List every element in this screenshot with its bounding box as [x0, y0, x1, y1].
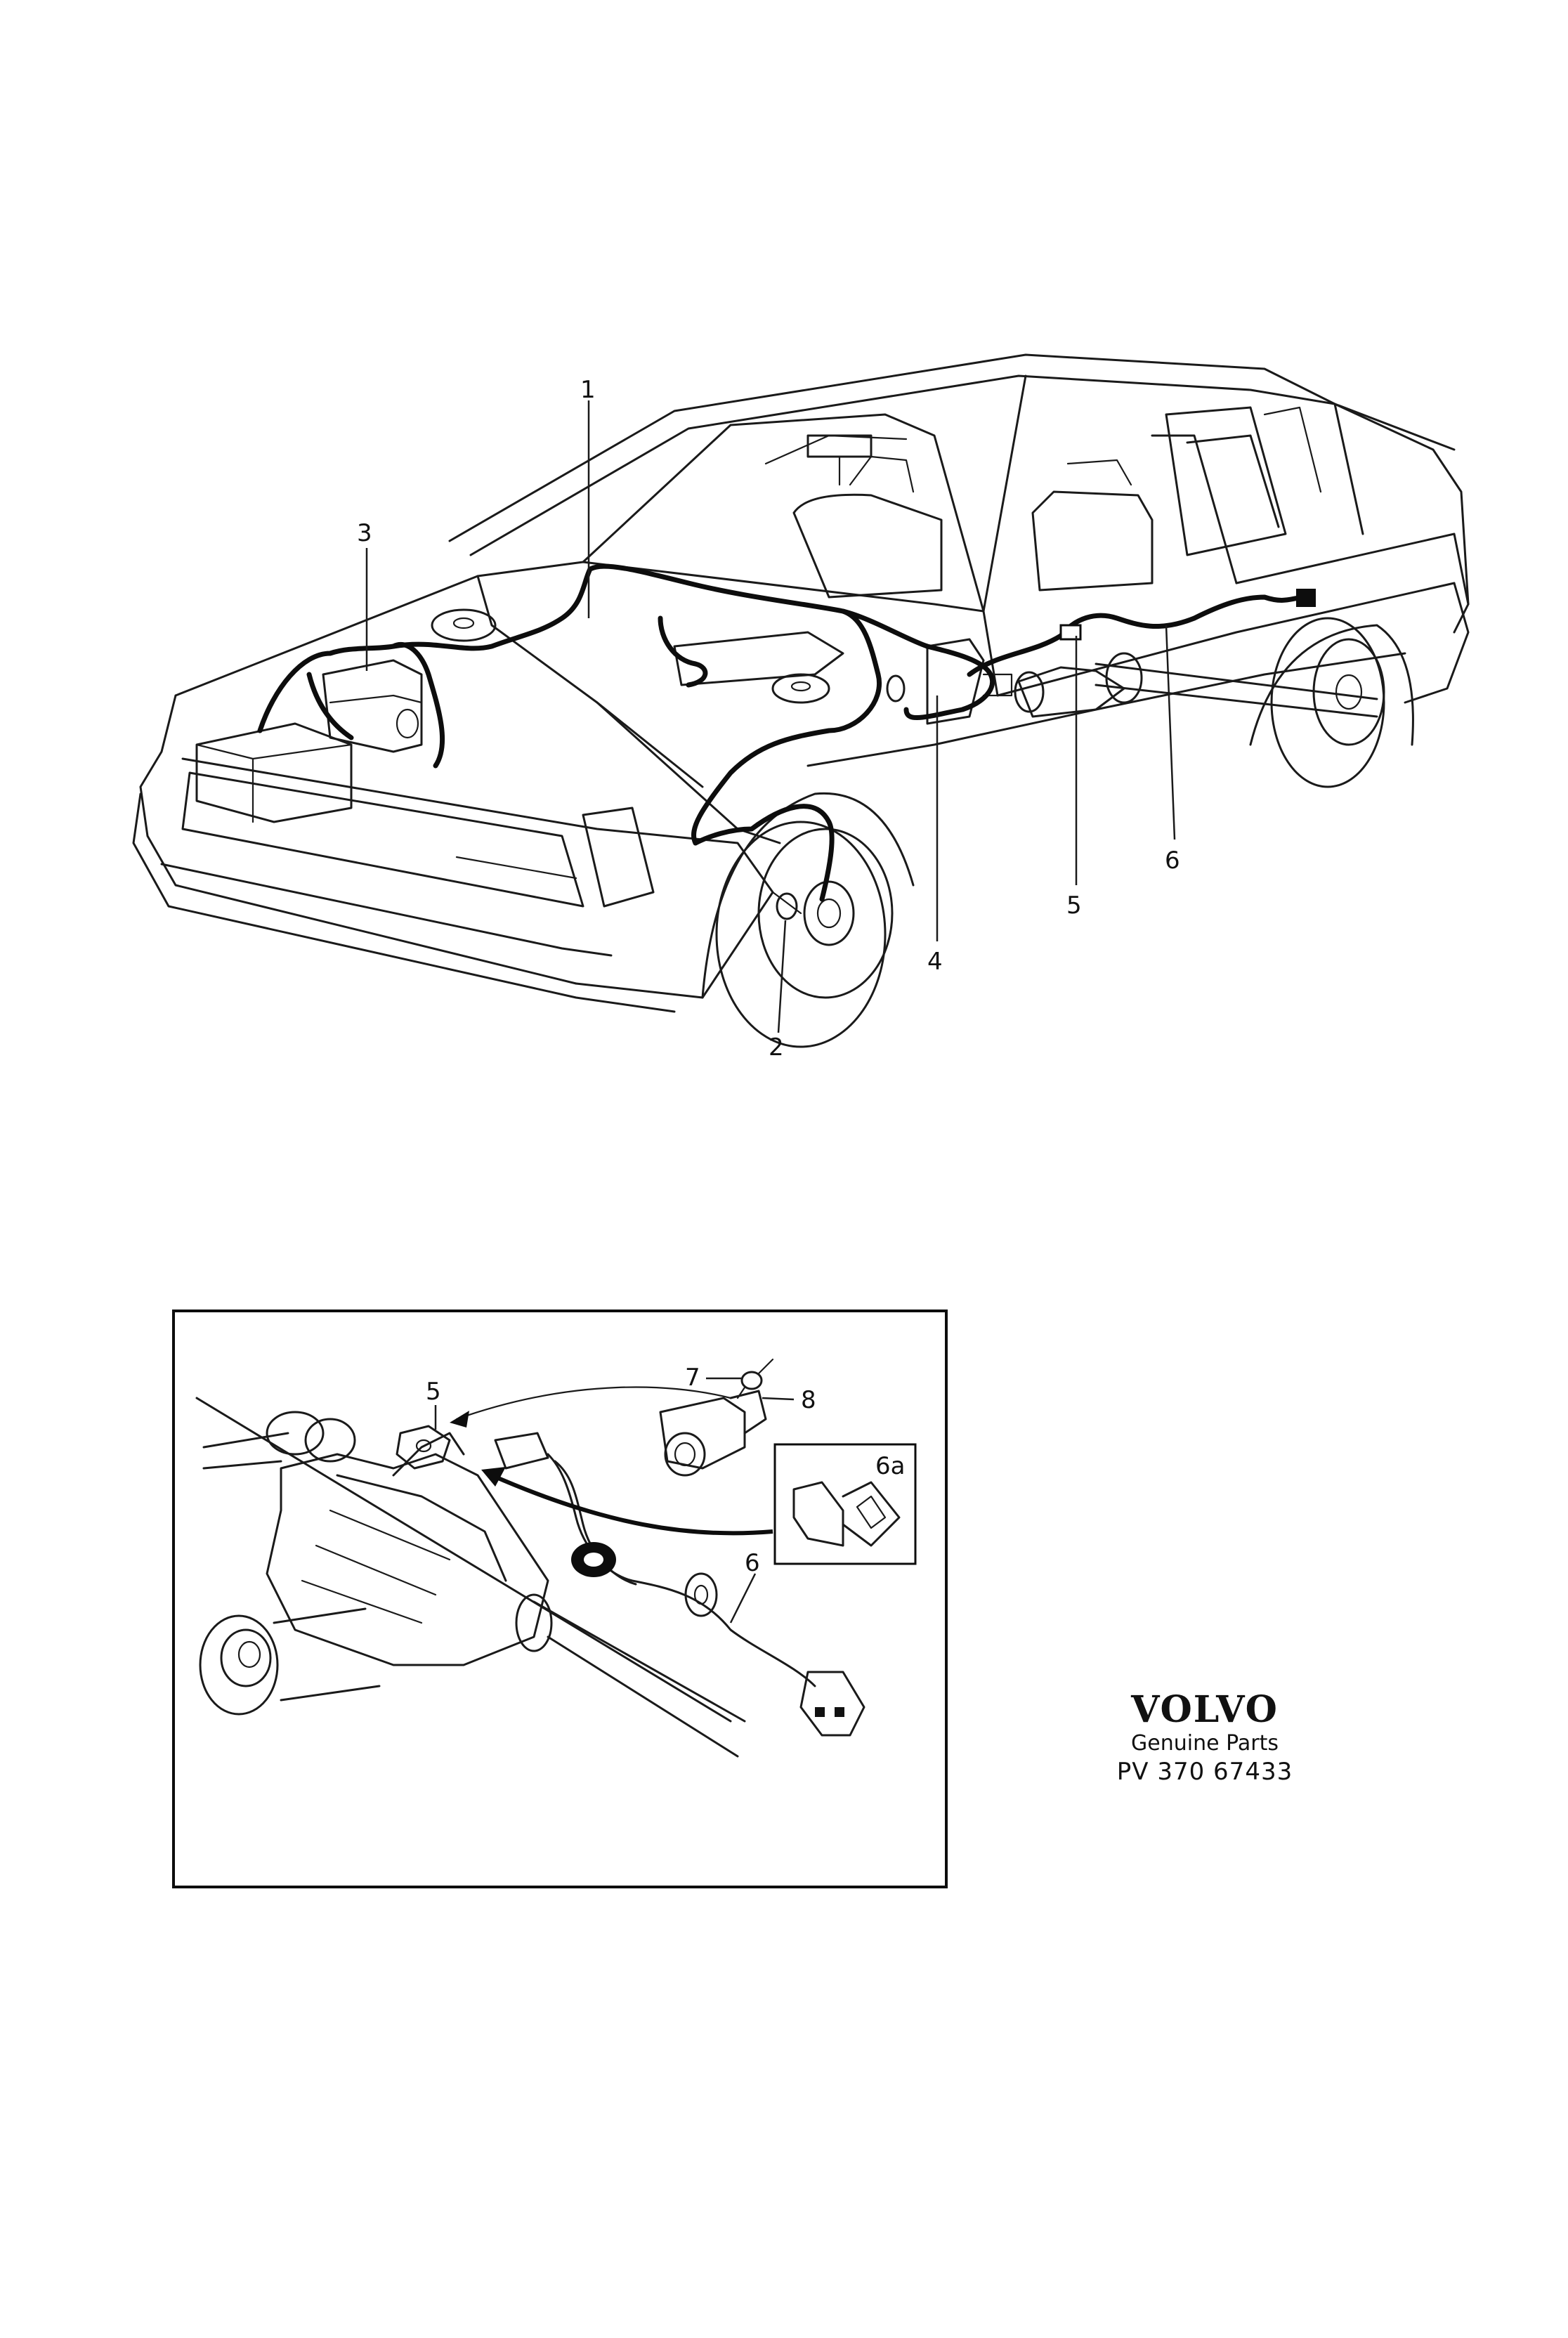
callout-1: 1 [580, 376, 596, 404]
main-callouts: 1 2 3 4 5 6 [357, 376, 1180, 1062]
callout-3: 3 [357, 519, 372, 547]
callout-2: 2 [769, 1033, 784, 1062]
inset-callout-7: 7 [685, 1364, 700, 1392]
callout-4: 4 [927, 948, 943, 976]
volvo-brand-block: VOLVO Genuine Parts PV 370 67433 [1068, 1690, 1342, 1787]
part-code: PV 370 67433 [1116, 1758, 1293, 1786]
genuine-parts-label: Genuine Parts [1131, 1731, 1279, 1756]
inset-frame [172, 1310, 948, 1888]
car-illustration [132, 353, 1470, 1048]
callout-6: 6 [1165, 847, 1180, 875]
inset-callout-6a: 6a [875, 1452, 905, 1480]
detail-inset: 5 6 6a 7 8 [172, 1310, 948, 1888]
inset-callout-8: 8 [801, 1386, 816, 1414]
bracket-detail-box [773, 1443, 917, 1565]
volvo-logo: VOLVO [1131, 1688, 1279, 1731]
abs-wiring-harness [257, 563, 1316, 902]
callout-5: 5 [1066, 892, 1082, 920]
inset-callout-5: 5 [426, 1378, 441, 1406]
inset-callout-6: 6 [745, 1549, 760, 1577]
